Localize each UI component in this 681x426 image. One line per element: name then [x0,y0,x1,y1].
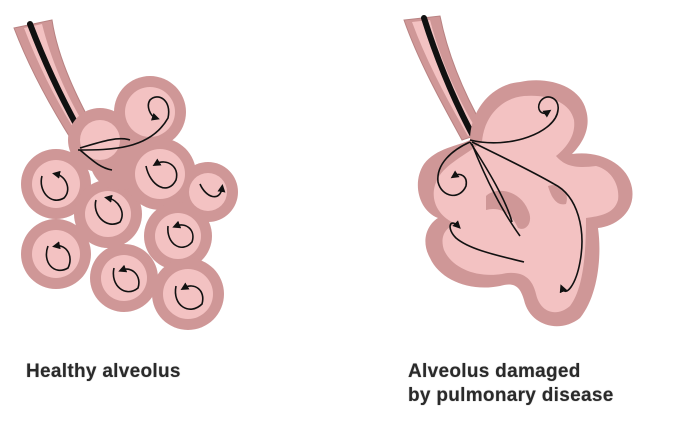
damaged-label-line-2: by pulmonary disease [408,384,614,408]
damaged-alveolus-label: Alveolus damaged by pulmonary disease [408,360,614,408]
healthy-alveolus [14,20,238,330]
damaged-label-line-1: Alveolus damaged [408,360,614,384]
healthy-alveolus-label: Healthy alveolus [26,360,181,384]
damaged-alveolus [404,16,633,326]
